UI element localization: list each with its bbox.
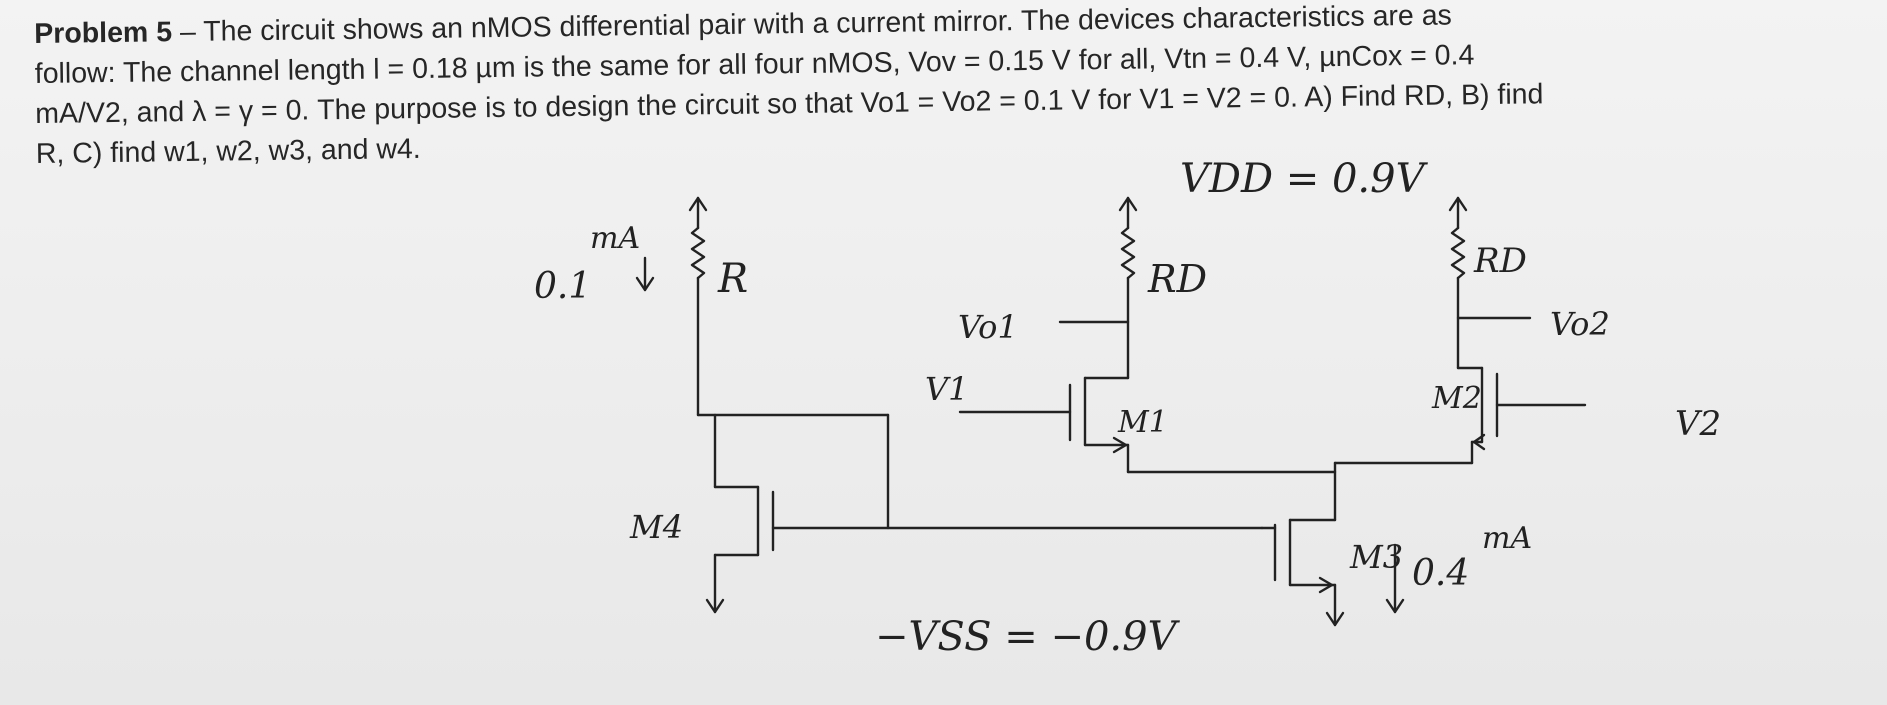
m2-label: M2: [1431, 381, 1482, 416]
vdd-arrow-r: [688, 196, 708, 212]
tail-current-unit: mA: [1482, 521, 1532, 556]
reference-branch: [635, 196, 1264, 614]
vo1-label: Vo1: [958, 308, 1018, 346]
right-half-circuit: [1448, 196, 1587, 465]
resistor-rd1-label: RD: [1147, 257, 1207, 301]
resistor-r: [690, 226, 706, 280]
m1-label: M1: [1117, 405, 1168, 440]
vo2-label: Vo2: [1550, 305, 1610, 343]
m2-source-arrow: [1472, 433, 1486, 451]
m4-vss-arrow: [705, 598, 725, 614]
resistor-rd1: [1120, 226, 1136, 280]
ref-current-unit: mA: [590, 221, 640, 256]
resistor-rd2: [1450, 226, 1466, 280]
vdd-arrow-rd2: [1448, 196, 1468, 212]
m4-label: M4: [629, 508, 683, 546]
tail-current-value: 0.4: [1412, 553, 1469, 594]
m3-vss-arrow: [1325, 611, 1345, 627]
v2-label: V2: [1675, 404, 1721, 444]
vdd-label: VDD = 0.9V: [1180, 156, 1429, 202]
ref-current-value: 0.1: [534, 266, 591, 307]
resistor-rd2-label: RD: [1473, 241, 1527, 281]
v1-label: V1: [925, 370, 968, 408]
vdd-arrow-rd1: [1118, 196, 1138, 212]
tail-current-arrow: [1385, 598, 1405, 614]
m3-source-arrow: [1318, 576, 1334, 594]
m3-label: M3: [1349, 538, 1403, 576]
m1-source-arrow: [1112, 436, 1128, 454]
left-half-circuit: [958, 196, 1138, 474]
ref-current-arrow: [635, 276, 655, 292]
vss-label: −VSS = −0.9V: [875, 614, 1181, 660]
resistor-r-label: R: [717, 256, 748, 302]
tail-current-source: [1126, 461, 1474, 627]
